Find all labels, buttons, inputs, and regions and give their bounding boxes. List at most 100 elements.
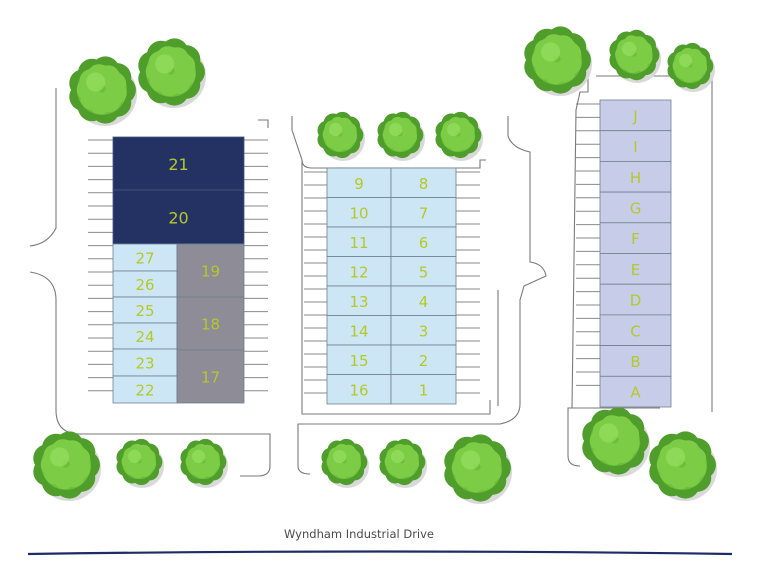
- unit-23[interactable]: 23: [112, 348, 178, 377]
- unit-6[interactable]: 6: [390, 226, 457, 257]
- center-drive: [297, 116, 547, 475]
- unit-g[interactable]: G: [599, 191, 672, 224]
- unit-f[interactable]: F: [599, 222, 672, 254]
- tree-icon: [524, 26, 592, 96]
- unit-shape[interactable]: [176, 349, 245, 404]
- west-lot-outline: [29, 88, 57, 247]
- unit-10[interactable]: 10: [326, 197, 392, 228]
- unit-9[interactable]: 9: [326, 167, 392, 198]
- unit-27[interactable]: 27: [112, 243, 178, 272]
- tree-icon: [317, 111, 365, 161]
- unit-shape[interactable]: [326, 285, 392, 316]
- unit-8[interactable]: 8: [390, 167, 457, 198]
- unit-shape[interactable]: [599, 283, 672, 316]
- unit-shape[interactable]: [112, 136, 245, 191]
- unit-17[interactable]: 17: [176, 349, 245, 404]
- unit-shape[interactable]: [390, 197, 457, 228]
- unit-11[interactable]: 11: [326, 226, 392, 257]
- unit-shape[interactable]: [599, 375, 672, 408]
- unit-shape[interactable]: [390, 285, 457, 316]
- tree-icon: [180, 438, 228, 488]
- unit-shape[interactable]: [112, 189, 245, 245]
- unit-25[interactable]: 25: [112, 296, 178, 324]
- unit-shape[interactable]: [326, 315, 392, 346]
- unit-5[interactable]: 5: [390, 256, 457, 287]
- unit-shape[interactable]: [176, 243, 245, 298]
- unit-i[interactable]: I: [599, 130, 672, 162]
- unit-21[interactable]: 21: [112, 136, 245, 191]
- tree-icon: [69, 56, 137, 126]
- unit-shape[interactable]: [326, 167, 392, 198]
- unit-19[interactable]: 19: [176, 243, 245, 298]
- tree-icon: [649, 431, 717, 501]
- unit-shape[interactable]: [326, 344, 392, 375]
- unit-14[interactable]: 14: [326, 315, 392, 346]
- unit-h[interactable]: H: [599, 160, 672, 193]
- unit-15[interactable]: 15: [326, 344, 392, 375]
- unit-shape[interactable]: [112, 270, 178, 298]
- unit-3[interactable]: 3: [390, 315, 457, 346]
- unit-shape[interactable]: [599, 130, 672, 162]
- unit-shape[interactable]: [599, 99, 672, 132]
- unit-shape[interactable]: [112, 348, 178, 377]
- tree-icon: [33, 431, 101, 501]
- unit-shape[interactable]: [599, 314, 672, 346]
- unit-shape[interactable]: [112, 243, 178, 272]
- parking-stalls: [88, 103, 600, 394]
- unit-e[interactable]: E: [599, 253, 672, 285]
- unit-shape[interactable]: [326, 226, 392, 257]
- unit-shape[interactable]: [599, 345, 672, 377]
- unit-shape[interactable]: [326, 256, 392, 287]
- unit-18[interactable]: 18: [176, 296, 245, 351]
- street-line: [27, 550, 733, 556]
- tree-icon: [116, 438, 164, 488]
- trees: [33, 26, 717, 504]
- tree-icon: [582, 407, 650, 477]
- unit-shape[interactable]: [599, 222, 672, 254]
- unit-shape[interactable]: [599, 160, 672, 193]
- unit-c[interactable]: C: [599, 314, 672, 346]
- unit-26[interactable]: 26: [112, 270, 178, 298]
- tree-icon: [444, 434, 512, 504]
- unit-7[interactable]: 7: [390, 197, 457, 228]
- unit-shape[interactable]: [176, 296, 245, 351]
- unit-shape[interactable]: [390, 226, 457, 257]
- street: Wyndham Industrial Drive: [27, 527, 733, 556]
- west-lot-right-edge: [258, 119, 269, 128]
- unit-j[interactable]: J: [599, 99, 672, 132]
- tree-icon: [138, 38, 206, 108]
- tree-icon: [667, 42, 715, 92]
- unit-2[interactable]: 2: [390, 344, 457, 375]
- unit-13[interactable]: 13: [326, 285, 392, 316]
- unit-1[interactable]: 1: [390, 374, 457, 405]
- unit-shape[interactable]: [599, 253, 672, 285]
- unit-16[interactable]: 16: [326, 374, 392, 405]
- unit-shape[interactable]: [599, 191, 672, 224]
- unit-22[interactable]: 22: [112, 375, 178, 404]
- unit-20[interactable]: 20: [112, 189, 245, 245]
- unit-shape[interactable]: [390, 315, 457, 346]
- tree-icon: [321, 438, 369, 488]
- tree-icon: [435, 111, 483, 161]
- unit-4[interactable]: 4: [390, 285, 457, 316]
- unit-shape[interactable]: [390, 374, 457, 405]
- unit-shape[interactable]: [112, 296, 178, 324]
- unit-d[interactable]: D: [599, 283, 672, 316]
- unit-24[interactable]: 24: [112, 322, 178, 350]
- west-lot-outline-lower: [29, 271, 271, 477]
- center-lot-top: [301, 159, 486, 169]
- center-lot-outline: [291, 116, 491, 415]
- east-lot-outline: [567, 74, 589, 467]
- unit-shape[interactable]: [390, 256, 457, 287]
- unit-12[interactable]: 12: [326, 256, 392, 287]
- unit-shape[interactable]: [390, 167, 457, 198]
- unit-shape[interactable]: [390, 344, 457, 375]
- unit-b[interactable]: B: [599, 345, 672, 377]
- unit-a[interactable]: A: [599, 375, 672, 408]
- unit-shape[interactable]: [326, 374, 392, 405]
- unit-shape[interactable]: [112, 375, 178, 404]
- unit-shape[interactable]: [326, 197, 392, 228]
- unit-shape[interactable]: [112, 322, 178, 350]
